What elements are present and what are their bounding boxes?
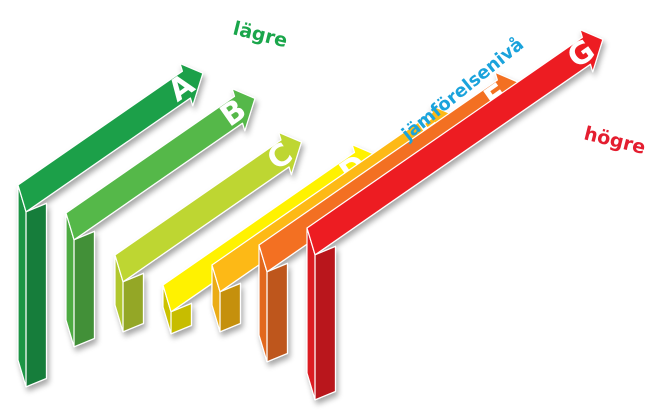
bar-g-pillar-front <box>306 227 316 401</box>
rating-bars: ABCDEFG <box>17 29 604 401</box>
bar-b-arrow <box>65 88 256 241</box>
label-lower: lägre <box>231 18 290 53</box>
bar-g-pillar-side <box>314 245 337 401</box>
bar-a-pillar-front <box>17 184 27 388</box>
bar-b-pillar-side <box>73 230 96 348</box>
label-higher: högre <box>582 123 648 159</box>
bar-f-pillar-side <box>266 262 289 363</box>
bar-a-pillar-side <box>25 202 48 388</box>
bar-c-arrow <box>114 131 303 283</box>
bar-d-pillar-side <box>170 302 193 335</box>
bar-c-pillar-side <box>122 272 145 333</box>
bar-e-pillar-side <box>219 282 242 333</box>
bar-g-arrow <box>306 29 604 256</box>
bar-a-arrow <box>17 62 204 213</box>
